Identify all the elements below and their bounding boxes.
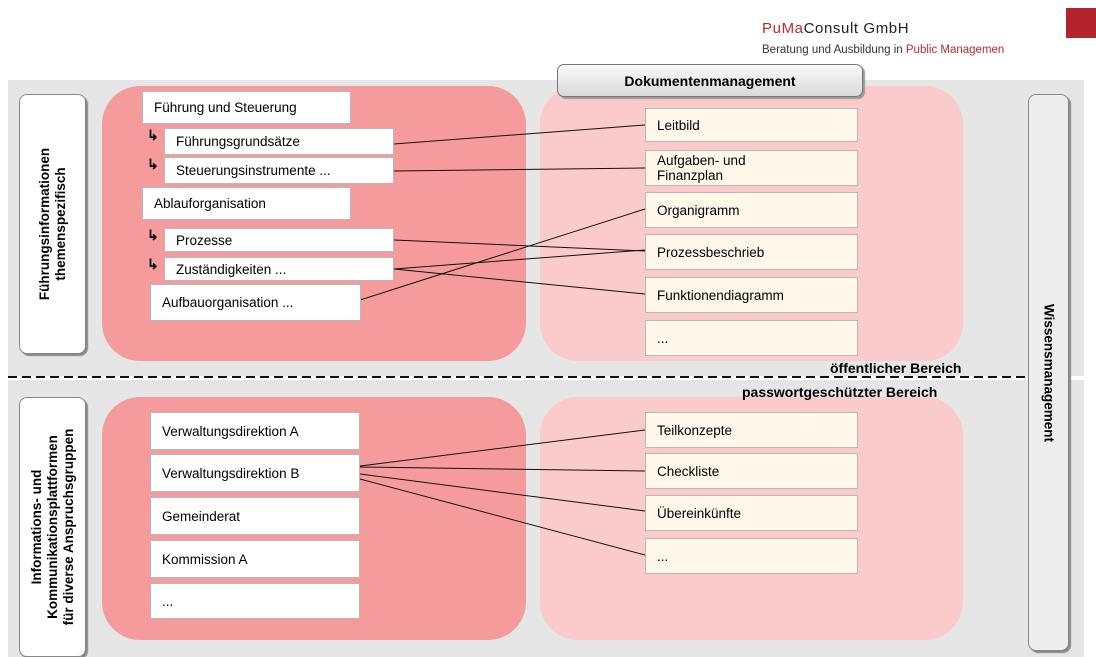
company-logo xyxy=(1066,8,1096,38)
gemeinderat-box: Gemeinderat xyxy=(150,497,360,535)
aufgaben-finanzplan-box: Aufgaben- und Finanzplan xyxy=(645,150,858,186)
verwaltungsdirektion-a-box: Verwaltungsdirektion A xyxy=(150,412,360,450)
corner-arrow-icon: ↳ xyxy=(147,256,159,272)
zustaendigkeiten-box: Zuständigkeiten ... xyxy=(164,257,394,281)
uebereinkuenfte-box: Übereinkünfte xyxy=(645,495,858,531)
fuehrung-und-steuerung-box: Führung und Steuerung xyxy=(142,91,351,124)
prozessbeschrieb-box: Prozessbeschrieb xyxy=(645,234,858,270)
company-name: PuMaConsult GmbH xyxy=(762,20,910,37)
public-area-label: öffentlicher Bereich xyxy=(830,360,962,376)
more-documents-box: ... xyxy=(645,538,858,574)
corner-arrow-icon: ↳ xyxy=(147,156,159,172)
ablauforganisation-box: Ablauforganisation xyxy=(142,187,351,220)
organigramm-box: Organigramm xyxy=(645,192,858,228)
checkliste-box: Checkliste xyxy=(645,453,858,489)
corner-arrow-icon: ↳ xyxy=(147,127,159,143)
protected-area-label: passwortgeschützter Bereich xyxy=(742,384,938,400)
more-groups-box: ... xyxy=(150,583,360,619)
dokumentenmanagement-header: Dokumentenmanagement xyxy=(557,64,863,97)
corner-arrow-icon: ↳ xyxy=(147,227,159,243)
prozesse-box: Prozesse xyxy=(164,228,394,252)
leitbild-box: Leitbild xyxy=(645,108,858,142)
aufbauorganisation-box: Aufbauorganisation ... xyxy=(150,284,361,321)
funktionendiagramm-box: Funktionendiagramm xyxy=(645,277,858,313)
wissensmanagement-label: Wissensmanagement xyxy=(1028,94,1069,651)
steuerungsinstrumente-box: Steuerungsinstrumente ... xyxy=(164,157,394,184)
kommission-a-box: Kommission A xyxy=(150,540,360,578)
verwaltungsdirektion-b-box: Verwaltungsdirektion B xyxy=(150,454,360,492)
company-tagline: Beratung und Ausbildung in Public Manage… xyxy=(762,44,1005,56)
more-documents-box: ... xyxy=(645,320,858,356)
fuehrungsgrundsaetze-box: Führungsgrundsätze xyxy=(164,128,394,155)
teilkonzepte-box: Teilkonzepte xyxy=(645,412,858,448)
